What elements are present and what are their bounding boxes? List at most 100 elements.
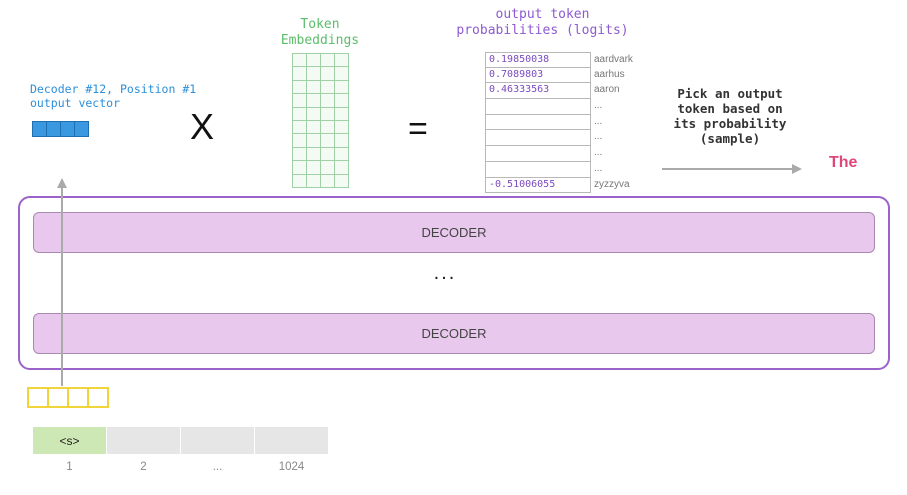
embedding-cell: [293, 94, 307, 108]
embedding-cell: [293, 54, 307, 68]
embedding-cell: [321, 120, 335, 135]
logit-row: ...: [485, 99, 602, 115]
embedding-cell: [307, 80, 321, 95]
input-token-row: <s>: [33, 427, 328, 454]
sampling-caption: Pick an output token based on its probab…: [655, 86, 805, 146]
logit-value: 0.7089803: [489, 68, 544, 80]
embedding-cell: [321, 94, 335, 108]
logits-title-line1: output token: [495, 7, 590, 22]
embedding-cell: [321, 174, 335, 188]
logit-row: ...: [485, 146, 602, 162]
embedding-cell: [335, 147, 349, 162]
embedding-cell: [307, 147, 321, 162]
position-index: 1024: [278, 461, 305, 473]
output-token: The: [829, 154, 858, 171]
decoder-output-vector: [32, 121, 89, 137]
sample-arrow-icon: [662, 164, 802, 174]
embedding-cell: [293, 174, 307, 188]
position-index: ...: [212, 461, 223, 473]
embedding-cell: [335, 54, 349, 68]
decoder-output-label: Decoder #12, Position #1 output vector: [30, 82, 196, 110]
embedding-cell: [335, 161, 349, 175]
vocab-word: aardvark: [594, 54, 633, 65]
token-embeddings-matrix: [292, 53, 349, 188]
embedding-cell: [307, 107, 321, 121]
token-embeddings-title: Token Embeddings: [270, 17, 370, 49]
embedding-cell: [307, 174, 321, 188]
vector-cell: [49, 389, 69, 406]
position-index: 2: [140, 461, 147, 473]
vocab-word: ...: [594, 100, 603, 112]
embedding-cell: [307, 161, 321, 175]
sampling-caption-line3: its probability: [673, 116, 787, 131]
decoder-output-label-line2: output vector: [30, 96, 121, 110]
logit-row: 0.46333563 aaron: [485, 83, 620, 100]
logit-row: ...: [485, 161, 602, 178]
decoder-output-label-line1: Decoder #12, Position #1: [30, 82, 197, 96]
vocab-word: ...: [594, 162, 603, 174]
vector-cell: [75, 122, 88, 136]
decoder-block-bottom: DECODER: [33, 313, 875, 354]
input-token: [255, 427, 328, 454]
embedding-cell: [293, 67, 307, 81]
logit-row: 0.7089803 aarhus: [485, 67, 625, 84]
input-vector: [27, 387, 109, 408]
logits-title-line2: probabilities (logits): [456, 23, 629, 38]
embedding-cell: [335, 107, 349, 121]
logits-title: output token probabilities (logits): [430, 7, 655, 39]
input-token: [181, 427, 254, 454]
embedding-cell: [321, 80, 335, 95]
embedding-cell: [321, 147, 335, 162]
embedding-cell: [321, 54, 335, 68]
vocab-word: zyzzyva: [594, 178, 630, 190]
vector-cell: [33, 122, 47, 136]
logit-value: -0.51006055: [489, 178, 556, 190]
logit-row: ...: [485, 130, 602, 147]
vocab-word: ...: [594, 131, 603, 143]
vocab-word: aarhus: [594, 68, 625, 80]
sampling-caption-line4: (sample): [699, 131, 761, 146]
embedding-cell: [335, 67, 349, 81]
vector-cell: [61, 122, 75, 136]
input-token: <s>: [33, 427, 106, 454]
vector-cell: [69, 389, 89, 406]
embedding-cell: [307, 134, 321, 148]
embedding-cell: [321, 134, 335, 148]
vector-cell: [47, 122, 61, 136]
input-token: [107, 427, 180, 454]
vocab-word: aaron: [594, 84, 620, 96]
embedding-cell: [307, 67, 321, 81]
embedding-cell: [321, 107, 335, 121]
embedding-cell: [335, 94, 349, 108]
embedding-cell: [293, 80, 307, 95]
token-embeddings-title-line2: Embeddings: [280, 33, 360, 48]
embedding-cell: [293, 120, 307, 135]
position-index-row: 1 2 ... 1024: [33, 461, 328, 473]
vector-cell: [29, 389, 49, 406]
embedding-cell: [293, 147, 307, 162]
embedding-cell: [293, 107, 307, 121]
vector-cell: [89, 389, 107, 406]
decoder-block-top: DECODER: [33, 212, 875, 253]
multiply-operator: X: [190, 106, 215, 147]
decoder-stack: [18, 196, 890, 370]
embedding-cell: [335, 120, 349, 135]
embedding-cell: [321, 67, 335, 81]
position-index: 1: [66, 461, 73, 473]
sampling-caption-line2: token based on: [677, 101, 783, 116]
vocab-word: ...: [594, 147, 603, 159]
vocab-word: ...: [594, 115, 603, 127]
embedding-cell: [335, 174, 349, 188]
embedding-cell: [293, 134, 307, 148]
embedding-cell: [321, 161, 335, 175]
logit-row: ...: [485, 114, 602, 131]
sampling-caption-line1: Pick an output: [677, 86, 783, 101]
token-embeddings-title-line1: Token: [300, 17, 340, 32]
logit-value: 0.46333563: [489, 84, 550, 96]
decoder-ellipsis: ...: [433, 262, 457, 284]
embedding-cell: [307, 94, 321, 108]
embedding-cell: [335, 134, 349, 148]
embedding-cell: [293, 161, 307, 175]
embedding-cell: [307, 120, 321, 135]
